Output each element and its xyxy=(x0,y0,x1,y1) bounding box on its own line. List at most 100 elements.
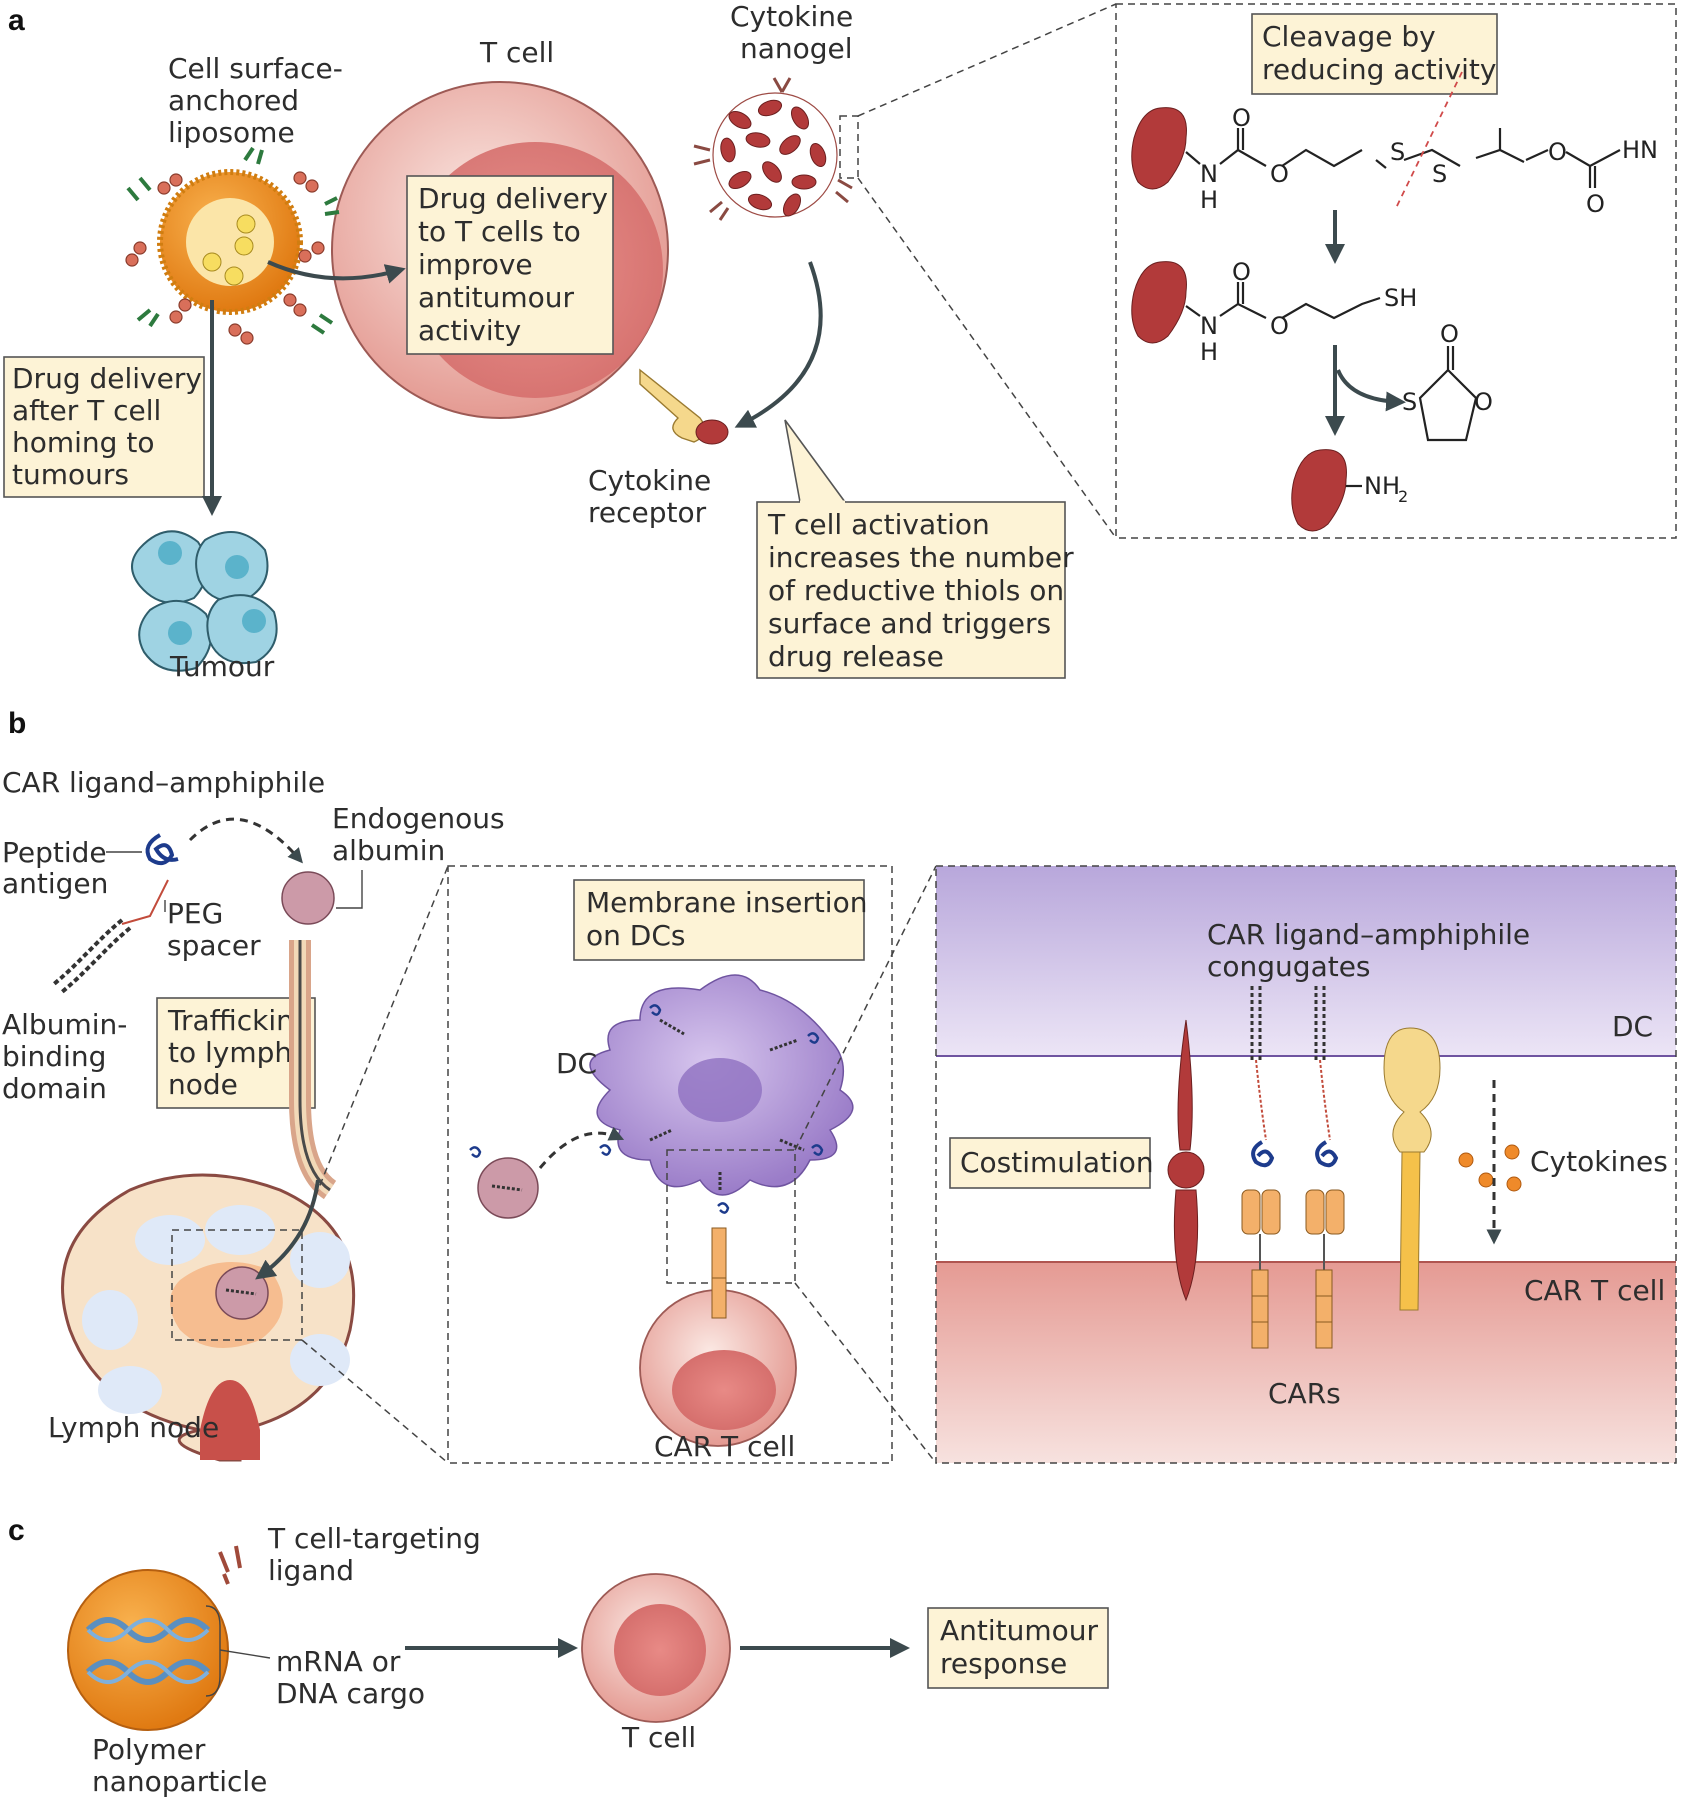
peg-label-1: PEG xyxy=(167,897,223,930)
zoom-line-top xyxy=(857,3,1117,117)
albumin-binding-label-1: Albumin- xyxy=(2,1008,127,1041)
cars-label: CARs xyxy=(1268,1377,1341,1410)
car-t-band-label: CAR T cell xyxy=(1524,1274,1665,1307)
costimulatory-molecule xyxy=(1167,1019,1205,1302)
car-conjugate-1 xyxy=(1250,986,1275,1168)
chem-o-6: O xyxy=(1270,312,1289,340)
chem-o-5: O xyxy=(1232,258,1251,286)
targeting-label-2: ligand xyxy=(268,1554,354,1587)
chem-hn: HN xyxy=(1622,136,1658,164)
panel-a-label: a xyxy=(8,4,25,37)
box-activation-line-5: drug release xyxy=(768,640,944,673)
arrow-side-product xyxy=(1336,369,1406,412)
tumour-label: Tumour xyxy=(169,650,275,683)
chem-o-4: O xyxy=(1586,190,1605,218)
box-activation xyxy=(756,501,1066,679)
zoom-line-bottom xyxy=(857,177,1117,539)
box-cleavage xyxy=(1251,13,1498,95)
box-homing-line-1: Drug delivery xyxy=(12,362,202,395)
liposome-label-2: anchored xyxy=(168,84,299,117)
peptide-label-1: Peptide xyxy=(2,836,107,869)
box-antitumour-line-1: Antitumour xyxy=(940,1614,1099,1647)
arrow-nanogel-to-receptor xyxy=(734,261,823,428)
receptor-label-1: Cytokine xyxy=(588,464,711,497)
chem-n-2: N xyxy=(1200,312,1218,340)
chem-nh2: NH xyxy=(1364,472,1400,500)
conjugates-label-1: CAR ligand–amphiphile xyxy=(1207,918,1530,951)
chem-o-1: O xyxy=(1232,104,1251,132)
box-activation-line-3: of reductive thiols on xyxy=(768,574,1064,607)
dc-inset xyxy=(447,865,893,1464)
peptide-label-2: antigen xyxy=(2,867,108,900)
lymph-node-label: Lymph node xyxy=(48,1411,219,1444)
box-homing xyxy=(3,356,205,498)
chem-h-1: H xyxy=(1200,186,1218,214)
dc-band-label: DC xyxy=(1612,1010,1653,1043)
chem-cyclic-ring xyxy=(1418,346,1478,442)
endogenous-label-2: albumin xyxy=(332,834,445,867)
endogenous-label-1: Endogenous xyxy=(332,802,505,835)
chem-o-3: O xyxy=(1548,138,1567,166)
box-drug-delivery-line-5: activity xyxy=(418,314,521,347)
box-activation-line-1: T cell activation xyxy=(767,508,990,541)
liposome-label-1: Cell surface- xyxy=(168,52,343,85)
t-cell-label-c: T cell xyxy=(621,1721,696,1754)
dc-label: DC xyxy=(556,1047,597,1080)
synapse-zoom-box xyxy=(666,1149,796,1284)
polymer-nanoparticle xyxy=(67,1545,271,1731)
chem-h-2: H xyxy=(1200,338,1218,366)
nanogel-label-1: Cytokine xyxy=(730,0,853,33)
arrow-liposome-to-tcell xyxy=(267,260,406,284)
box-membrane-insertion xyxy=(573,879,865,961)
polymer-label-1: Polymer xyxy=(92,1733,206,1766)
car-2 xyxy=(1305,1189,1345,1349)
chem-o-7: O xyxy=(1440,320,1459,348)
box-cleavage-line-2: reducing activity xyxy=(1262,53,1496,86)
callout-pointer xyxy=(784,419,847,503)
chem-structure-2 xyxy=(1131,261,1381,344)
tumour-cells xyxy=(131,530,278,672)
box-activation-line-4: surface and triggers xyxy=(768,607,1051,640)
liposome xyxy=(125,146,340,345)
polymer-label-2: nanoparticle xyxy=(92,1765,267,1798)
box-trafficking xyxy=(156,997,316,1109)
chem-s-2: S xyxy=(1432,160,1447,188)
cytokines-label: Cytokines xyxy=(1530,1145,1668,1178)
arrow-into-lymph-node xyxy=(255,1179,320,1280)
box-homing-line-4: tumours xyxy=(12,458,129,491)
chem-s-3: S xyxy=(1402,388,1417,416)
car-t-cell-label-small: CAR T cell xyxy=(654,1430,795,1463)
car-ligand-label: CAR ligand–amphiphile xyxy=(2,766,325,799)
box-costimulation-label: Costimulation xyxy=(960,1146,1154,1179)
receptor-label-2: receptor xyxy=(588,496,707,529)
chem-o-8: O xyxy=(1474,388,1493,416)
amine-product-protein xyxy=(1291,449,1347,532)
t-cell-c xyxy=(581,1573,731,1723)
box-membrane-line-2: on DCs xyxy=(586,919,685,952)
box-cleavage-line-1: Cleavage by xyxy=(1262,20,1436,53)
cargo-label-1: mRNA or xyxy=(276,1645,401,1678)
synapse-inset xyxy=(936,866,1676,1463)
chem-s-1: S xyxy=(1390,138,1405,166)
targeting-label-1: T cell-targeting xyxy=(267,1522,481,1555)
cytokine-nanogel xyxy=(693,77,853,221)
box-costimulation xyxy=(949,1137,1151,1189)
lymph-node xyxy=(61,940,356,1462)
chem-nh2-subscript: 2 xyxy=(1398,487,1408,506)
box-antitumour-line-2: response xyxy=(940,1647,1067,1680)
box-antitumour xyxy=(927,1607,1109,1689)
chem-n-1: N xyxy=(1200,160,1218,188)
peg-label-2: spacer xyxy=(167,929,261,962)
cargo-label-2: DNA cargo xyxy=(276,1677,425,1710)
box-drug-delivery-line-1: Drug delivery xyxy=(418,182,608,215)
box-trafficking-line-2: to lymph xyxy=(168,1036,292,1069)
box-drug-delivery xyxy=(406,175,614,355)
box-trafficking-line-3: node xyxy=(168,1068,238,1101)
lymph-zoom-box xyxy=(171,1229,303,1341)
dendritic-cell xyxy=(589,974,854,1214)
box-trafficking-line-1: Trafficking xyxy=(167,1004,312,1037)
box-drug-delivery-line-2: to T cells to xyxy=(418,215,581,248)
cytokine-receptor-yellow xyxy=(1383,1027,1441,1311)
albumin-binding-label-2: binding xyxy=(2,1040,106,1073)
